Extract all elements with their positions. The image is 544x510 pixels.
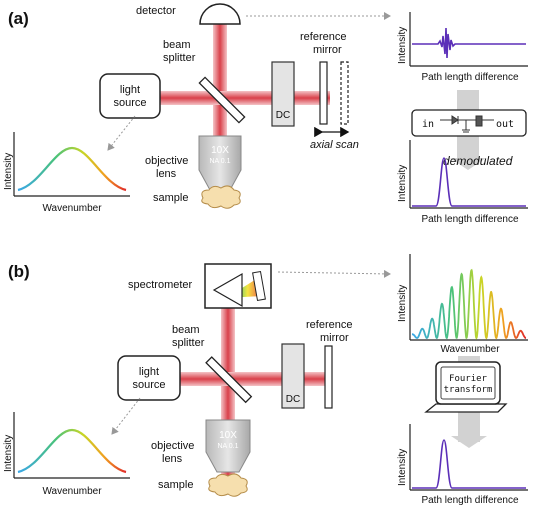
source-spectrum-ylabel: Intensity [3, 153, 14, 190]
beam-splitter-b [205, 356, 253, 404]
reference-mirror-label-2: mirror [313, 44, 342, 56]
demod-out-label: out [496, 119, 514, 130]
horizontal-beam [158, 91, 330, 105]
reference-mirror [319, 61, 328, 125]
sample-b-label: sample [158, 479, 193, 491]
sample-b [208, 473, 248, 497]
axial-scan-label: axial scan [310, 139, 359, 151]
demodulated-peak [412, 157, 526, 207]
sample-label: sample [153, 192, 188, 204]
dispersion-compensator [271, 61, 295, 127]
result-plot-xlabel: Path length difference [421, 495, 519, 506]
spectrum-plot-xlabel: Wavenumber [440, 344, 500, 355]
objective-b-mag: 10X [219, 430, 237, 441]
fourier-result-peak [412, 439, 526, 489]
spectrometer-label: spectrometer [128, 279, 193, 291]
panel-a: (a) detector beam splitter light source … [3, 3, 528, 225]
source-spectrum-b-ylabel: Intensity [3, 435, 14, 472]
detector-plot-xlabel: Path length difference [421, 72, 519, 83]
spectral-interferogram-plot: Intensity Wavenumber [397, 254, 528, 355]
beam-splitter-b-label-2: splitter [172, 337, 205, 349]
demodulated-label: demodulated [443, 154, 513, 168]
reference-mirror-label-1: reference [300, 31, 346, 43]
source-spectrum-b-xlabel: Wavenumber [42, 486, 102, 497]
objective-label-1: objective [145, 155, 188, 167]
detector-label: detector [136, 5, 176, 17]
spectrum-plot-ylabel: Intensity [397, 285, 408, 322]
source-to-spectrum-b-pointer [111, 397, 141, 435]
horizontal-beam-b [180, 372, 330, 386]
demod-arrow-head [450, 158, 486, 170]
objective-b-label-2: lens [162, 453, 183, 465]
reference-mirror-b [324, 345, 333, 409]
dc-label: DC [276, 110, 290, 121]
beam-splitter-b-label-1: beam [172, 324, 200, 336]
objective-b-label-1: objective [151, 440, 194, 452]
objective-label-2: lens [156, 168, 177, 180]
reference-mirror-b-label-1: reference [306, 319, 352, 331]
panel-a-label: (a) [8, 9, 29, 28]
result-plot-ylabel: Intensity [397, 449, 408, 486]
source-spectrum-plot-a: Intensity Wavenumber [3, 132, 130, 214]
line-camera [252, 270, 266, 302]
objective-lens-b [205, 419, 251, 473]
source-spectrum-plot-b: Intensity Wavenumber [3, 412, 130, 497]
dc-b-label: DC [286, 394, 300, 405]
detector-signal-plot: Intensity Path length difference [397, 12, 528, 83]
objective-na: NA 0.1 [209, 158, 230, 165]
reference-mirror-b-label-2: mirror [320, 332, 349, 344]
demod-plot-ylabel: Intensity [397, 165, 408, 202]
beam-splitter-label-2: splitter [163, 52, 196, 64]
sample [201, 185, 241, 209]
panel-b: (b) spectrometer beam splitter light sou… [3, 254, 528, 506]
demodulator-box [411, 109, 527, 137]
light-source-label-2: source [113, 97, 146, 109]
light-source-box-b [117, 355, 181, 401]
light-source-b-label-2: source [132, 379, 165, 391]
light-source-box [99, 73, 161, 119]
interferogram-curve [412, 27, 526, 59]
computer-icon [424, 361, 508, 413]
detector-plot-ylabel: Intensity [397, 27, 408, 64]
light-source-b-label-1: light [139, 366, 159, 378]
demodulated-plot: Intensity Path length difference [397, 140, 528, 225]
source-to-spectrum-pointer [107, 115, 136, 151]
computer-label-2: transform [444, 385, 493, 395]
reference-mirror-scanned [340, 61, 349, 125]
prism-icon [212, 272, 243, 308]
panel-b-label: (b) [8, 262, 30, 281]
ft-arrow-head [451, 436, 487, 448]
fourier-result-plot: Intensity Path length difference [397, 424, 528, 506]
computer-label-1: Fourier [449, 374, 488, 384]
source-spectrum-b-curve [17, 428, 127, 474]
spectrometer-to-plot-pointer [277, 269, 391, 278]
dispersion-compensator-b [281, 343, 305, 409]
objective-mag: 10X [211, 145, 229, 156]
circuit-icon [440, 115, 494, 133]
source-spectrum-curve [17, 146, 127, 192]
spectral-fringes-curve [412, 268, 527, 340]
detector-dome [199, 3, 241, 25]
demod-in-label: in [422, 119, 434, 130]
beam-splitter [198, 76, 246, 124]
beam-splitter-label-1: beam [163, 39, 191, 51]
source-spectrum-xlabel: Wavenumber [42, 203, 102, 214]
demod-plot-xlabel: Path length difference [421, 214, 519, 225]
light-source-label-1: light [120, 84, 140, 96]
objective-b-na: NA 0.1 [217, 443, 238, 450]
